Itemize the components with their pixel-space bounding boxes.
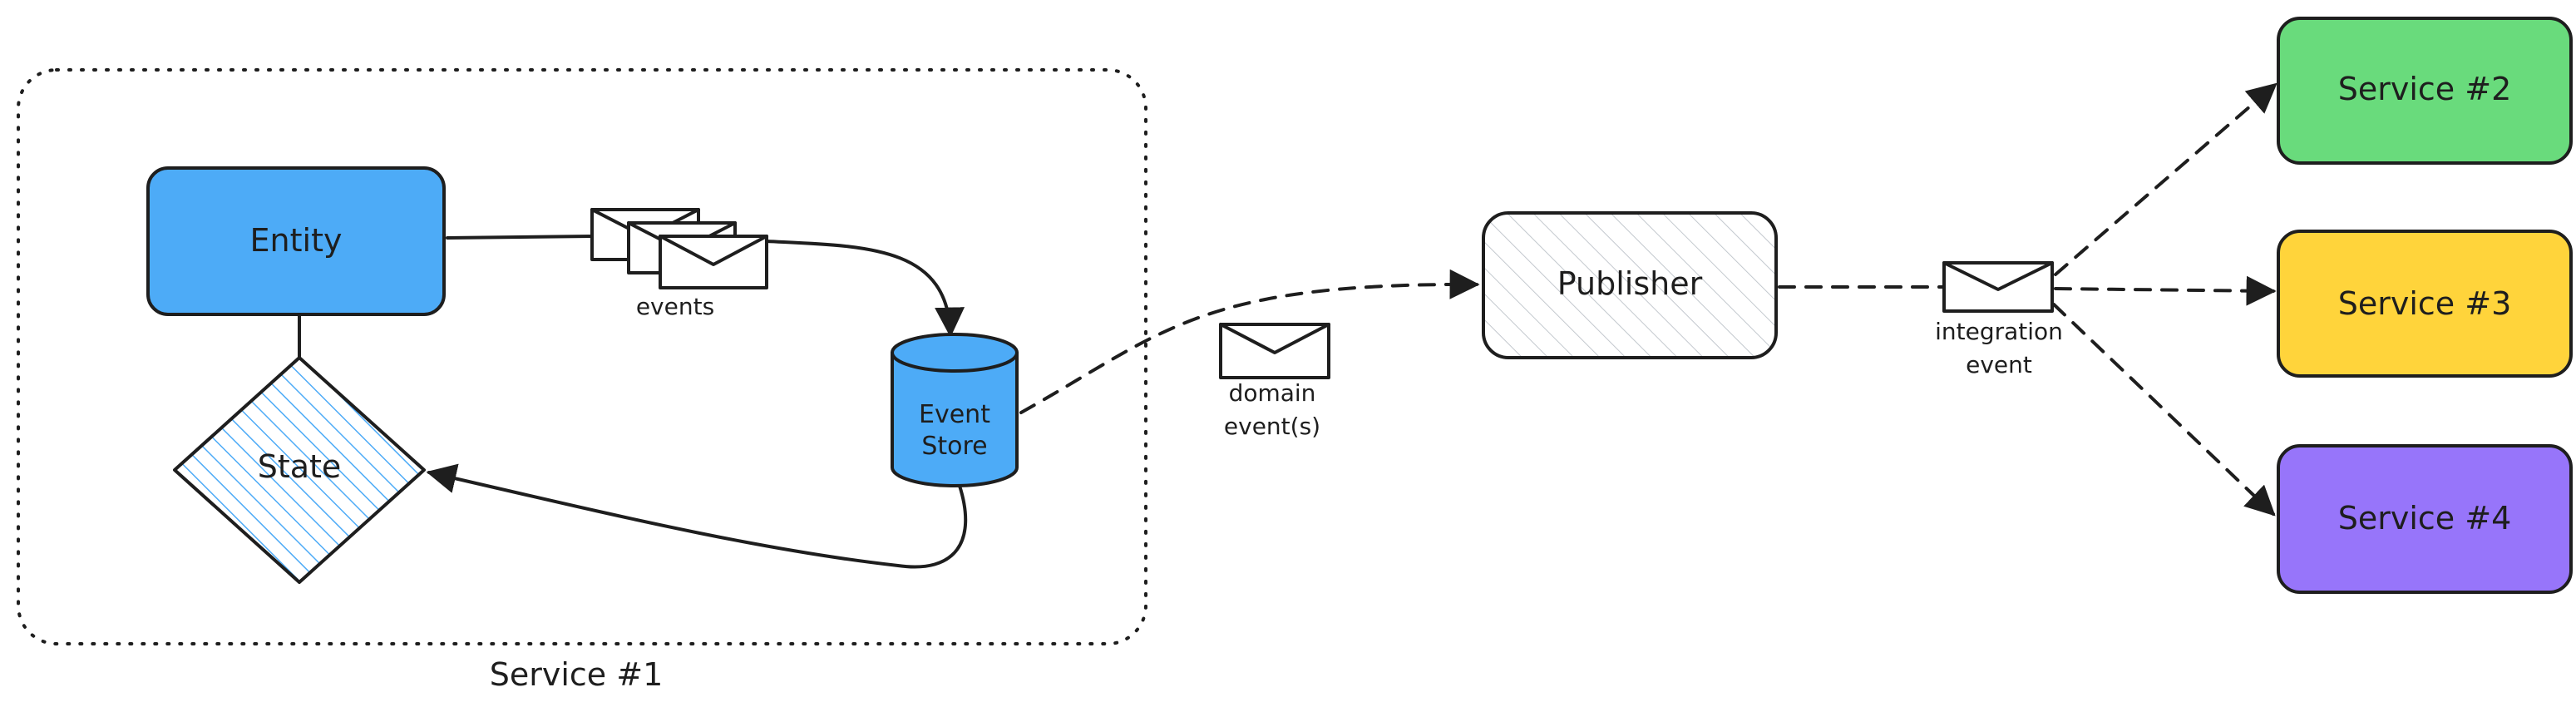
publisher-box (1482, 211, 1778, 359)
service3-label: Service #3 (2338, 285, 2512, 322)
envelope-icon (659, 235, 768, 289)
integration-event-flow: integration event (1778, 82, 2277, 517)
event-store-label-line2: Store (921, 432, 987, 461)
entity-to-events-line (446, 235, 594, 240)
entity-label: Entity (250, 222, 343, 259)
service2-label: Service #2 (2338, 71, 2512, 107)
event-store-to-state-arrow (426, 463, 968, 569)
event-store-node[interactable]: Event Store (891, 333, 1019, 487)
events-label: events (636, 293, 714, 320)
entity-node[interactable]: Entity (146, 166, 446, 316)
domain-event-label-line2: event(s) (1224, 413, 1320, 440)
to-service2-arrow (2054, 82, 2277, 276)
service1-group: Service #1 (17, 68, 1147, 693)
events-message: events (590, 208, 768, 320)
domain-event-label-line1: domain (1229, 379, 1316, 407)
service4-label: Service #4 (2338, 500, 2512, 536)
to-service4-arrow (2052, 303, 2276, 517)
publisher-node[interactable]: Publisher (1482, 211, 1778, 359)
state-diamond (173, 356, 426, 584)
events-to-event-store-arrow (765, 240, 965, 338)
event-store-to-publisher-arrow (1019, 269, 1480, 414)
service4-box (2277, 444, 2573, 594)
domain-event-flow: domain event(s) (1019, 269, 1480, 440)
service1-label: Service #1 (490, 656, 664, 693)
publisher-label: Publisher (1557, 265, 1703, 302)
service2-node[interactable]: Service #2 (2277, 17, 2573, 165)
state-label: State (258, 448, 342, 485)
event-store-label-line1: Event (919, 400, 990, 429)
service3-box (2277, 230, 2573, 378)
integration-event-label-line1: integration (1935, 318, 2063, 345)
service3-node[interactable]: Service #3 (2277, 230, 2573, 378)
service1-boundary (17, 68, 1147, 645)
integration-event-label-line2: event (1966, 351, 2032, 378)
state-node[interactable]: State (173, 356, 426, 584)
entity-box (146, 166, 446, 316)
internal-edges (298, 235, 968, 569)
envelope-icon (1219, 323, 1330, 379)
to-service3-arrow (2054, 275, 2277, 306)
service4-node[interactable]: Service #4 (2277, 444, 2573, 594)
service2-box (2277, 17, 2573, 165)
envelope-icon (1942, 261, 2054, 313)
database-icon (891, 333, 1019, 487)
